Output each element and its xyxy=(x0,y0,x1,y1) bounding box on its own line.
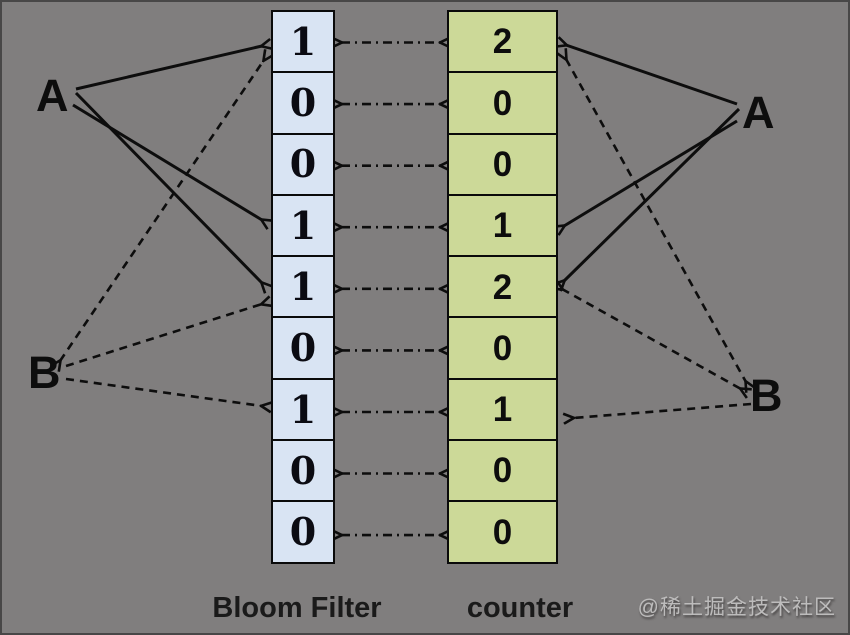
counter-cell-4: 2 xyxy=(447,255,558,319)
bloom-cell-6: 1 xyxy=(271,377,335,442)
counter-cell-1: 0 xyxy=(447,71,558,135)
arrow-b-right-row4 xyxy=(562,289,741,389)
bloom-cell-8: 0 xyxy=(271,500,335,565)
element-a-left-label: A xyxy=(36,70,69,121)
arrow-a-right-row4 xyxy=(564,107,741,281)
counter-cell-6: 1 xyxy=(447,377,558,442)
counter-column: 2 0 0 1 2 0 1 0 0 xyxy=(447,10,558,565)
element-a-right-label: A xyxy=(742,87,775,138)
bloom-cell-4: 1 xyxy=(271,255,335,319)
b-left-arrows xyxy=(60,60,264,406)
counter-cell-5: 0 xyxy=(447,316,558,381)
arrow-b-left-row6 xyxy=(65,377,262,406)
a-left-arrows xyxy=(72,46,262,283)
arrow-a-right-row0 xyxy=(566,45,738,106)
bloom-filter-column: 1 0 0 1 1 0 1 0 0 xyxy=(271,10,335,565)
arrow-a-left-row0 xyxy=(75,46,262,91)
a-right-arrows xyxy=(564,45,741,281)
counter-cell-3: 1 xyxy=(447,193,558,258)
arrow-b-right-row6 xyxy=(573,402,752,418)
bloom-cell-5: 0 xyxy=(271,316,335,381)
counter-cell-8: 0 xyxy=(447,500,558,565)
arrow-a-left-row4 xyxy=(74,91,262,283)
counter-cell-2: 0 xyxy=(447,132,558,197)
bloom-cell-3: 1 xyxy=(271,193,335,258)
bloom-filter-caption: Bloom Filter xyxy=(212,592,382,624)
arrow-b-left-row0 xyxy=(60,60,264,361)
watermark: @稀土掘金技术社区 xyxy=(637,596,836,619)
element-b-right-label: B xyxy=(750,370,783,421)
arrow-b-left-row4 xyxy=(65,304,262,368)
bloom-cell-0: 1 xyxy=(271,10,335,74)
bloom-cell-7: 0 xyxy=(271,439,335,503)
counter-cell-7: 0 xyxy=(447,439,558,503)
b-right-arrows xyxy=(562,59,751,418)
column-link-arrows xyxy=(341,43,441,536)
counter-cell-0: 2 xyxy=(447,10,558,74)
arrow-a-right-row3 xyxy=(564,119,738,226)
bloom-cell-2: 0 xyxy=(271,132,335,197)
bloom-cell-1: 0 xyxy=(271,71,335,135)
counter-caption: counter xyxy=(466,592,574,624)
arrow-b-right-row0 xyxy=(566,59,746,382)
element-b-left-label: B xyxy=(28,347,61,398)
arrow-a-left-row3 xyxy=(72,103,262,220)
